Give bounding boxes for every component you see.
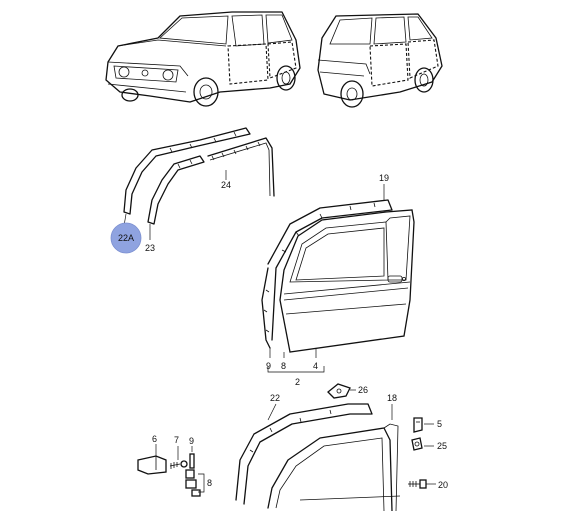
window-channel-24 bbox=[207, 137, 275, 197]
clip-26 bbox=[327, 383, 351, 399]
highlight-callout-circle bbox=[110, 222, 142, 254]
callout-2: 2 bbox=[295, 377, 300, 387]
outer-trim-22a bbox=[123, 127, 251, 215]
small-parts-right bbox=[408, 417, 427, 489]
callout-5: 5 bbox=[437, 419, 442, 429]
callout-25: 25 bbox=[437, 441, 447, 451]
callout-7: 7 bbox=[174, 435, 179, 445]
callout-23: 23 bbox=[145, 243, 155, 253]
callout-26: 26 bbox=[358, 385, 368, 395]
hinge-hardware-group bbox=[137, 453, 205, 497]
callout-18: 18 bbox=[387, 393, 397, 403]
front-door-assembly bbox=[261, 199, 415, 353]
car-front-view-illustration bbox=[105, 11, 301, 107]
callout-22a[interactable]: 22A bbox=[118, 233, 134, 243]
callout-6: 6 bbox=[152, 434, 157, 444]
callout-4: 4 bbox=[313, 361, 318, 371]
callout-22: 22 bbox=[270, 393, 280, 403]
callout-9-door: 9 bbox=[266, 361, 271, 371]
car-rear-view-illustration bbox=[317, 13, 443, 108]
inner-trim-23 bbox=[147, 155, 205, 225]
callout-20: 20 bbox=[438, 480, 448, 490]
callout-24: 24 bbox=[221, 180, 231, 190]
callout-8-hinge: 8 bbox=[207, 478, 212, 488]
callout-9-hinge: 9 bbox=[189, 436, 194, 446]
callout-8-door: 8 bbox=[281, 361, 286, 371]
callout-19: 19 bbox=[379, 173, 389, 183]
rear-door-seal-22 bbox=[235, 403, 373, 505]
rear-door-panel-18 bbox=[267, 423, 401, 511]
